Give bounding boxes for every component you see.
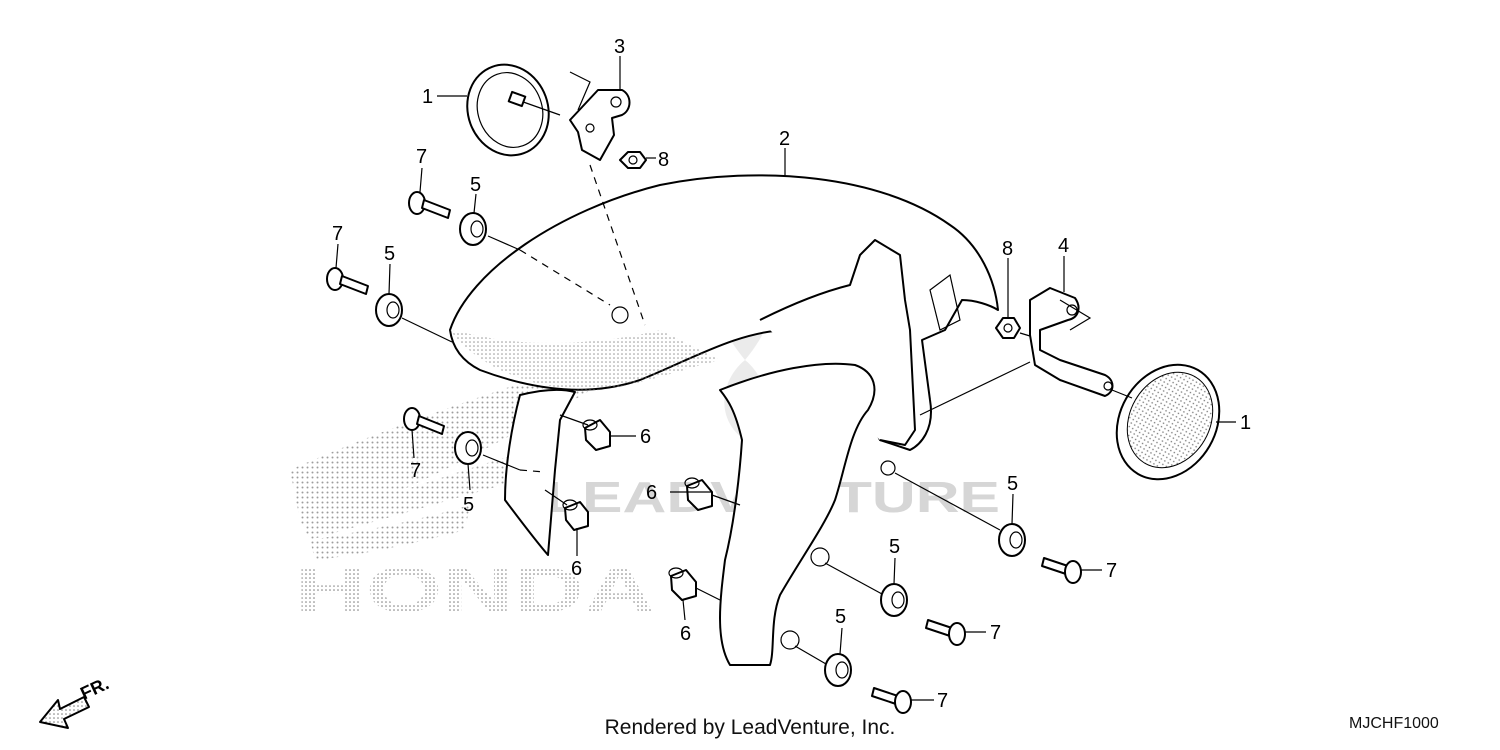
render-credit: Rendered by LeadVenture, Inc. bbox=[604, 716, 896, 739]
callout-5-f: 5 bbox=[835, 606, 846, 628]
callout-leaders bbox=[335, 56, 1236, 701]
grommet-c bbox=[454, 431, 482, 465]
callout-labels: 1 3 2 8 7 5 7 5 8 4 1 6 6 6 6 7 5 5 5 5 … bbox=[332, 36, 1251, 712]
callout-6-a: 6 bbox=[640, 426, 651, 448]
screw-f bbox=[871, 687, 912, 714]
callout-2: 2 bbox=[779, 128, 790, 150]
grommet-b bbox=[375, 293, 403, 327]
grommet-e bbox=[880, 583, 908, 617]
callout-5-e: 5 bbox=[889, 536, 900, 558]
callout-7-e: 7 bbox=[990, 622, 1001, 644]
grommet-a bbox=[459, 212, 487, 246]
callout-1-right: 1 bbox=[1240, 412, 1251, 434]
reflector-left bbox=[466, 63, 561, 157]
nut-upper bbox=[619, 151, 647, 169]
reflector-right bbox=[1115, 363, 1221, 481]
callout-7-c: 7 bbox=[410, 460, 421, 482]
grommet-f bbox=[824, 653, 852, 687]
front-fender bbox=[449, 174, 999, 666]
collar-a bbox=[582, 419, 611, 451]
callout-5-a: 5 bbox=[470, 174, 481, 196]
callout-8-upper: 8 bbox=[658, 149, 669, 171]
callout-7-b: 7 bbox=[332, 223, 343, 245]
reflector-bracket-upper bbox=[569, 71, 631, 161]
reflector-bracket-right bbox=[1029, 287, 1114, 397]
screw-d bbox=[1041, 557, 1082, 584]
callout-1-left: 1 bbox=[422, 86, 433, 108]
collar-d bbox=[668, 567, 697, 601]
screw-c bbox=[403, 407, 445, 435]
callout-5-c: 5 bbox=[463, 494, 474, 516]
honda-wordmark-watermark: HONDA bbox=[295, 554, 655, 626]
callout-4: 4 bbox=[1058, 235, 1069, 257]
grommet-d bbox=[998, 523, 1026, 557]
callout-7-f: 7 bbox=[937, 690, 948, 712]
callout-7-a: 7 bbox=[416, 146, 427, 168]
screw-b bbox=[326, 267, 369, 295]
callout-6-b: 6 bbox=[646, 482, 657, 504]
callout-5-d: 5 bbox=[1007, 473, 1018, 495]
diagram-code: MJCHF1000 bbox=[1349, 715, 1439, 732]
screw-e bbox=[925, 619, 966, 646]
callout-6-d: 6 bbox=[680, 623, 691, 645]
front-direction-arrow-icon bbox=[39, 696, 90, 729]
collar-c bbox=[684, 477, 713, 511]
screw-a bbox=[408, 191, 451, 219]
callout-6-c: 6 bbox=[571, 558, 582, 580]
callout-7-d: 7 bbox=[1106, 560, 1117, 582]
assembly-lines bbox=[401, 164, 1133, 665]
callout-8-right: 8 bbox=[1002, 238, 1013, 260]
collar-b bbox=[562, 499, 589, 531]
nut-right bbox=[995, 317, 1021, 339]
callout-5-b: 5 bbox=[384, 243, 395, 265]
callout-3: 3 bbox=[614, 36, 625, 58]
